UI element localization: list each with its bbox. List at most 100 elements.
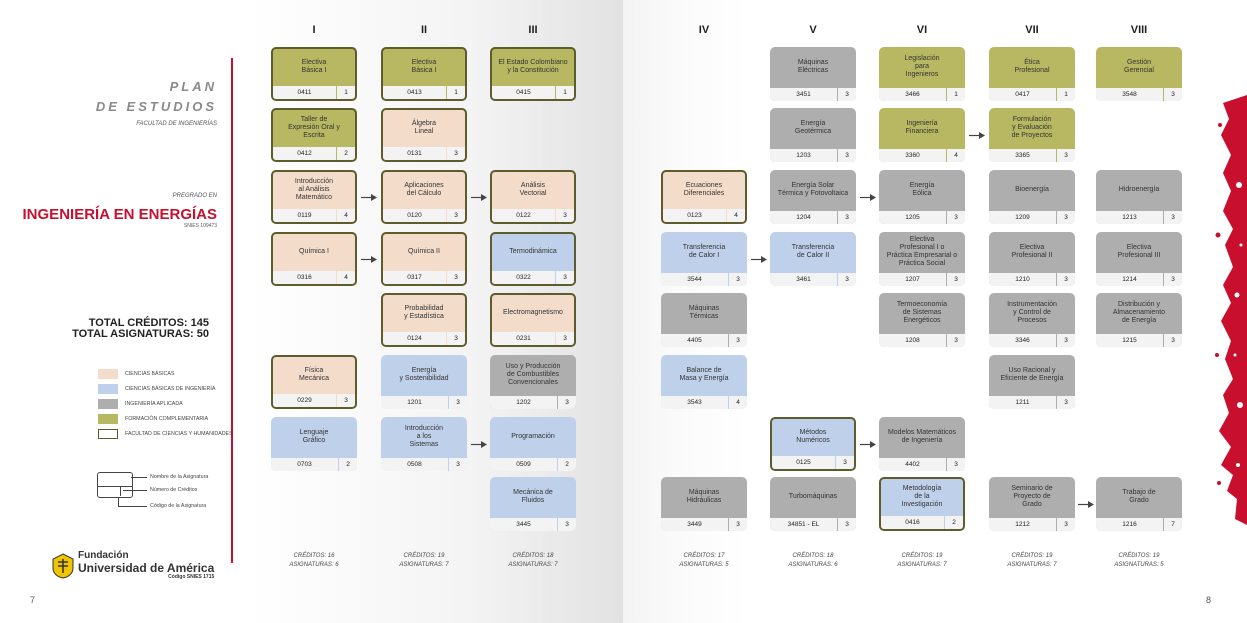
course-credits: 3: [838, 518, 856, 531]
semester-header: VIII: [1130, 24, 1148, 36]
course-credits: 3: [447, 332, 465, 345]
legend-item: FACULTAD DE CIENCIAS Y HUMANIDADES: [98, 426, 233, 441]
course-name: Modelos Matemáticos de Ingeniería: [887, 429, 957, 444]
course-name: Formulación y Evaluación de Proyectos: [1011, 116, 1053, 139]
course-name: Instrumentación y Control de Procesos: [1007, 301, 1057, 324]
course-credits: 3: [337, 394, 355, 407]
semester-subjects: ASIGNATURAS: 7: [1007, 562, 1057, 568]
course-code: 3360: [879, 149, 946, 162]
key-code-label: Código de la Asignatura: [150, 503, 207, 509]
legend-label: FORMACIÓN COMPLEMENTARIA: [125, 415, 209, 422]
course-code: 0229: [273, 394, 336, 407]
course-code: 1208: [879, 334, 946, 347]
course-code: 3466: [879, 88, 946, 101]
course-name: Transferencia de Calor II: [791, 244, 835, 259]
prerequisite-arrow-icon: [470, 441, 487, 448]
course-code: 1201: [381, 396, 448, 409]
course-credits: 3: [947, 334, 965, 347]
course-credits: 1: [447, 86, 465, 99]
semester-credits: CRÉDITOS: 18: [792, 553, 834, 559]
course-name: Aplicaciones del Cálculo: [404, 182, 444, 197]
course-code: 3451: [770, 88, 837, 101]
legend-item: FORMACIÓN COMPLEMENTARIA: [98, 411, 233, 426]
course-name: Química II: [408, 248, 440, 256]
key-line-code-v: [118, 497, 119, 506]
course-code: 1209: [989, 211, 1056, 224]
course-credits: 3: [838, 211, 856, 224]
semester-header: III: [528, 24, 538, 36]
course-name: Uso Racional y Eficiente de Energía: [1000, 367, 1064, 382]
course-code: 0131: [383, 147, 446, 160]
course-name: Electromagnetismo: [503, 309, 563, 317]
course-credits: 1: [337, 86, 355, 99]
course-code: 0509: [490, 458, 557, 471]
course-credits: 3: [838, 273, 856, 286]
legend-swatch: [98, 428, 118, 439]
prerequisite-arrow-icon: [361, 256, 377, 263]
legend-swatch: [98, 413, 118, 424]
legend-swatch: [98, 368, 118, 379]
course-card: Electiva Profesional I o Práctica Empres…: [879, 232, 965, 286]
course-name: Legislación para Ingenieros: [904, 55, 940, 78]
course-name: Análisis Vectorial: [519, 182, 547, 197]
course-name: Ingeniería Financiera: [905, 120, 939, 135]
course-credits: 3: [1164, 88, 1182, 101]
key-divider: [98, 486, 132, 487]
course-card: Distribución y Almacenamiento de Energía…: [1096, 293, 1182, 347]
course-credits: 2: [945, 516, 963, 529]
course-credits: 2: [558, 458, 576, 471]
course-name: Metodología de la Investigación: [901, 485, 943, 508]
course-credits: 2: [339, 458, 357, 471]
faculty-label: FACULTAD DE INGENIERÍAS: [136, 121, 217, 127]
course-code: 0124: [383, 332, 446, 345]
plan-title-line1: PLAN: [169, 79, 217, 94]
course-code: 1215: [1096, 334, 1163, 347]
course-name: Física Mecánica: [299, 367, 329, 382]
program-name: INGENIERÍA EN ENERGÍAS: [22, 206, 217, 223]
course-credits: 3: [447, 147, 465, 160]
legend-item: INGENIERÍA APLICADA: [98, 396, 233, 411]
course-credits: 3: [836, 456, 854, 469]
course-credits: 3: [447, 209, 465, 222]
course-name: Álgebra Lineal: [411, 120, 437, 135]
course-code: 1207: [879, 273, 946, 286]
snies-code: SNIES 109473: [183, 223, 217, 229]
course-name: Energía Solar Térmica y Fotovoltaica: [777, 182, 849, 197]
logo-line2: Universidad de América: [78, 561, 215, 575]
course-credits: 3: [1057, 396, 1075, 409]
semester-subjects: ASIGNATURAS: 5: [679, 562, 729, 568]
course-credits: 1: [947, 88, 965, 101]
course-code: 0508: [381, 458, 448, 471]
course-code: 1216: [1096, 518, 1163, 531]
page-number-right: 8: [1206, 595, 1212, 605]
